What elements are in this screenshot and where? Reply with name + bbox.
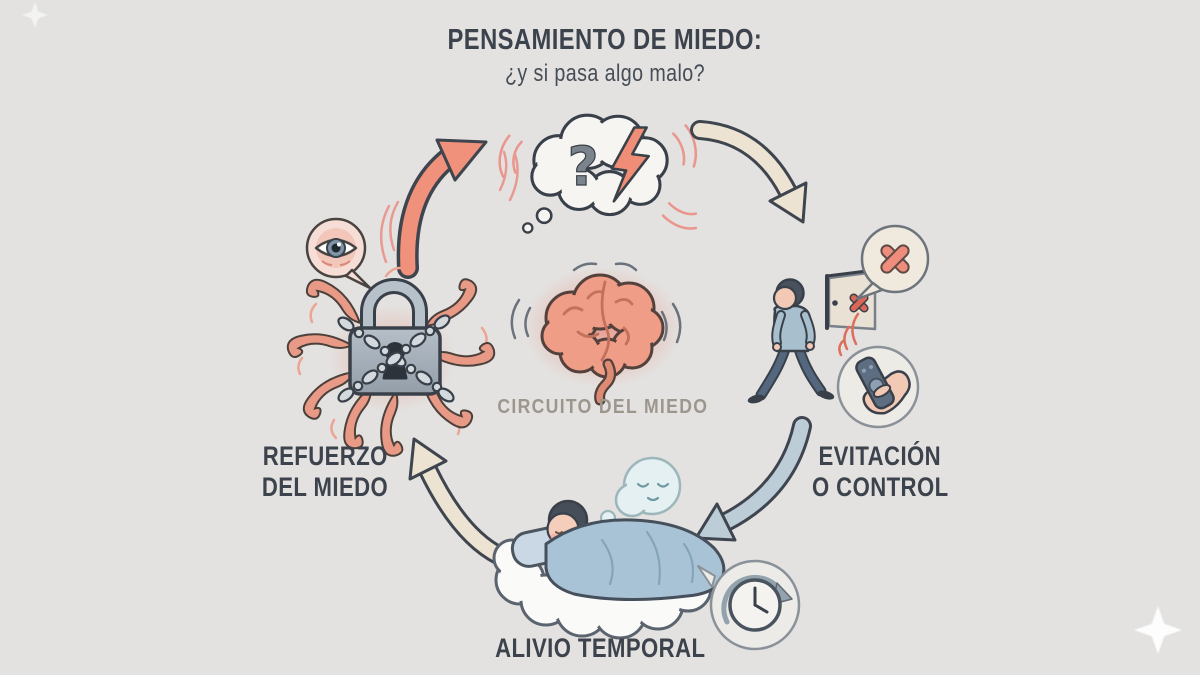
relief-scene (462, 448, 812, 670)
sleeping-person-icon (544, 499, 726, 602)
question-mark-glyph: ? (568, 136, 599, 198)
center-label: CIRCUITO DEL MIEDO (497, 396, 708, 418)
arrow-relief-to-reinforcement (388, 418, 523, 568)
eye-bubble-icon (296, 212, 388, 298)
diagram-title: PENSAMIENTO DE MIEDO: ¿y si pasa algo ma… (355, 24, 855, 88)
chains (337, 314, 455, 403)
chained-lock-icon (282, 208, 507, 462)
title-line1: PENSAMIENTO DE MIEDO: (447, 24, 763, 56)
sparkle-icon-bottom-right (1134, 606, 1182, 654)
arrow-avoidance-to-relief (682, 412, 822, 557)
brain-icon (510, 256, 688, 406)
x-speech-bubble-icon (855, 224, 930, 301)
walking-person-icon (747, 278, 835, 404)
title-line2: ¿y si pasa algo malo? (504, 60, 706, 87)
sparkle-icon-top-left (22, 2, 48, 28)
avoidance-scene (735, 215, 955, 445)
small-x-icon (849, 293, 869, 313)
blanket (544, 518, 726, 602)
arrow-thought-to-avoidance (688, 108, 828, 253)
label-reinforcement: REFUERZO DEL MIEDO (261, 441, 389, 502)
label-avoidance: EVITACIÓN O CONTROL (811, 441, 949, 502)
arrow-reinforcement-to-thought (380, 128, 519, 279)
lightning-bolt-glyph (610, 126, 650, 203)
label-relief: ALIVIO TEMPORAL (494, 633, 706, 663)
remote-hand-icon (836, 312, 920, 429)
dream-bubble-icon (593, 456, 682, 533)
recurring-clock-icon (697, 559, 801, 651)
door-with-x-icon (825, 268, 877, 331)
thought-cloud-icon: ? (497, 96, 702, 241)
